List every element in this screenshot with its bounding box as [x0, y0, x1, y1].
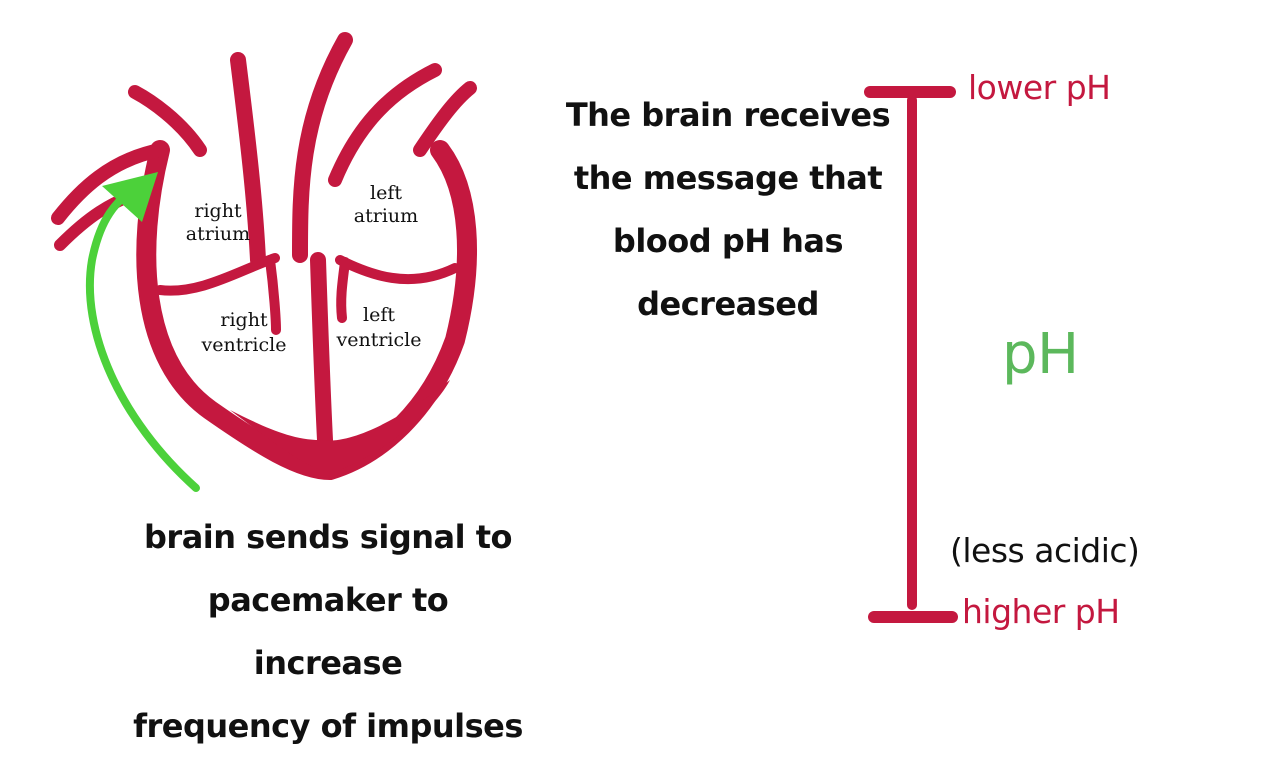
vena-cava-upper	[128, 85, 207, 157]
right-valve-flap	[265, 255, 281, 335]
label-right-atrium-line2: atrium	[185, 223, 251, 246]
brain-message-line1: The brain receives	[565, 96, 891, 134]
brain-message-line2: the message that	[573, 159, 883, 197]
signal-arrow-shaft	[85, 181, 200, 492]
pulmonary-vein-right	[413, 81, 477, 157]
label-right-ventricle: right ventricle	[198, 303, 290, 363]
heart-apex	[230, 380, 450, 472]
label-left-ventricle: left ventricle	[334, 298, 424, 358]
brain-signal-caption: brain sends signal to pacemaker to incre…	[130, 506, 526, 758]
signal-arrow	[85, 172, 200, 492]
label-right-atrium: right atrium	[182, 194, 254, 252]
ph-scale	[864, 86, 958, 623]
label-right-atrium-line1: right	[194, 200, 242, 222]
aorta-arch	[292, 32, 353, 263]
brain-message-caption: The brain receives the message that bloo…	[560, 84, 896, 336]
ph-lower-label: lower pH	[968, 68, 1111, 107]
pulmonary-trunk	[230, 52, 266, 268]
left-av-valve	[335, 255, 460, 285]
vena-cava-right	[51, 143, 167, 225]
heart-illustration	[51, 32, 477, 480]
signal-arrow-head	[102, 172, 158, 222]
label-right-ventricle-line2: ventricle	[201, 334, 287, 357]
label-left-ventricle-line2: ventricle	[336, 329, 422, 352]
label-left-atrium: left atrium	[350, 176, 422, 234]
brain-signal-line3: frequency of impulses	[133, 707, 523, 745]
right-av-valve	[155, 253, 280, 296]
brain-message-line4: decreased	[637, 285, 819, 323]
diagram-canvas	[51, 32, 958, 623]
label-right-ventricle-line1: right	[220, 309, 268, 331]
brain-signal-line2: pacemaker to increase	[207, 581, 449, 682]
slide: right atrium left atrium right ventricle…	[51, 32, 1140, 745]
aorta-left	[328, 63, 442, 187]
heart-septum	[310, 252, 333, 448]
ph-center-label: pH	[1002, 322, 1079, 387]
brain-message-line3: blood pH has	[612, 222, 844, 260]
left-valve-flap	[336, 257, 350, 323]
brain-signal-line1: brain sends signal to	[144, 518, 512, 556]
label-left-atrium-line2: atrium	[353, 205, 419, 228]
ph-less-acidic-note: (less acidic)	[950, 531, 1140, 570]
ph-higher-label: higher pH	[962, 592, 1120, 631]
label-left-ventricle-line1: left	[363, 304, 395, 326]
label-left-atrium-line1: left	[370, 182, 402, 204]
